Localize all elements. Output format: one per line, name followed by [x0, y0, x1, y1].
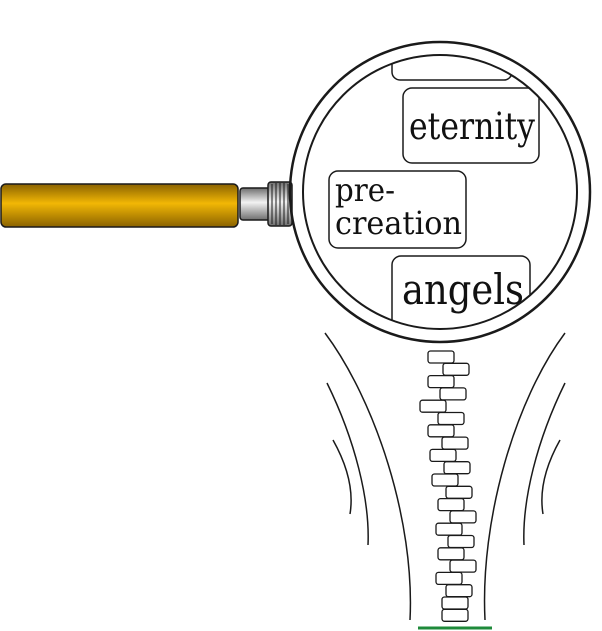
zipper-tooth [427, 374, 455, 389]
eternity-box [402, 87, 540, 164]
zipper-tooth [443, 461, 471, 475]
zipper-tooth [431, 473, 459, 487]
pre-creation-box [328, 170, 467, 249]
zipper-tooth [447, 534, 475, 549]
zipper-tooth [439, 387, 467, 401]
zipper-tooth [435, 571, 463, 586]
handle [0, 183, 239, 228]
zipper-tooth [442, 362, 470, 376]
zipper-tooth [435, 522, 463, 536]
zipper-tooth [441, 596, 469, 610]
zipper-tooth [429, 448, 457, 463]
ferrule [239, 187, 271, 221]
zipper-tooth [441, 608, 469, 622]
lens-inner-rim [302, 54, 578, 330]
pre-label-line2: creation [335, 204, 462, 242]
zipper-tooth [437, 497, 465, 512]
angels-label: angels [402, 265, 524, 314]
zipper-tooth [445, 485, 473, 499]
zipper-tooth [441, 436, 469, 450]
zipper-tooth [449, 510, 477, 524]
side-curves [324, 332, 566, 621]
pre-label-line1: pre- [335, 171, 395, 209]
magnifying-glass-icon: eternity pre- creation angels [0, 40, 592, 344]
zipper-tooth [437, 411, 465, 426]
zipper-tooth [437, 547, 465, 561]
zipper-tooth [449, 559, 477, 573]
zipper-tooth [419, 399, 447, 413]
eternity-label: eternity [409, 105, 535, 148]
zipper-stack-icon [419, 350, 477, 622]
zipper-tooth [427, 350, 455, 364]
lens-outer-rim [288, 40, 592, 344]
zipper-tooth [445, 584, 473, 598]
zipper-tooth [427, 424, 455, 438]
collar [267, 181, 293, 227]
